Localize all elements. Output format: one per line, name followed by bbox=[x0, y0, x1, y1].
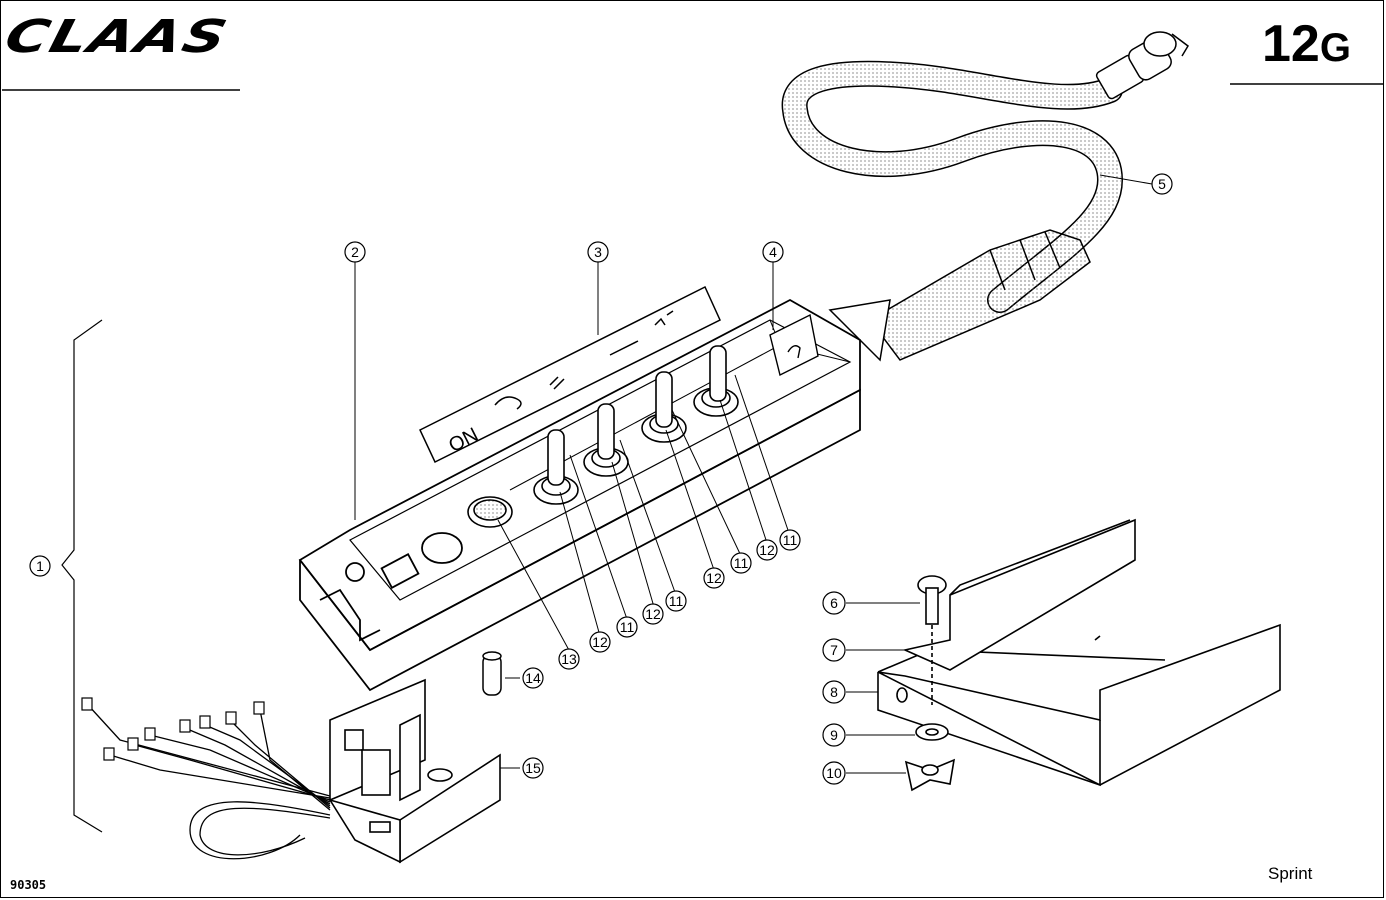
assembly-bracket bbox=[61, 319, 103, 833]
page-code-sub: G bbox=[1319, 26, 1351, 70]
svg-text:7: 7 bbox=[830, 642, 838, 658]
svg-text:9: 9 bbox=[830, 727, 838, 743]
callout-13: 13 bbox=[558, 648, 580, 670]
svg-text:12: 12 bbox=[759, 542, 775, 558]
callout-1: 1 bbox=[29, 555, 51, 577]
callout-4: 4 bbox=[762, 241, 784, 263]
cable-connector bbox=[1095, 31, 1189, 100]
washer bbox=[915, 723, 949, 741]
decal-small bbox=[769, 313, 819, 377]
callout-11d: 11 bbox=[616, 616, 638, 638]
bolt bbox=[917, 575, 947, 705]
mounting-bracket bbox=[877, 623, 1281, 787]
toggle-switch-3 bbox=[641, 371, 687, 443]
svg-text:11: 11 bbox=[734, 555, 749, 571]
callout-12d: 12 bbox=[589, 631, 611, 653]
lamp-bulb bbox=[482, 651, 502, 696]
leader-lines bbox=[354, 174, 1153, 774]
svg-text:12: 12 bbox=[592, 634, 608, 650]
cable-hose bbox=[781, 60, 1124, 313]
toggle-switch-4 bbox=[693, 345, 739, 417]
svg-text:2: 2 bbox=[351, 244, 359, 260]
svg-text:14: 14 bbox=[525, 670, 541, 686]
callout-9: 9 bbox=[822, 723, 846, 747]
svg-text:12: 12 bbox=[706, 570, 722, 586]
callout-2: 2 bbox=[344, 241, 366, 263]
callout-12c: 12 bbox=[642, 603, 664, 625]
header-rules bbox=[2, 83, 1384, 91]
callout-5: 5 bbox=[1151, 173, 1173, 195]
svg-text:1: 1 bbox=[36, 558, 44, 574]
callout-11c: 11 bbox=[665, 590, 687, 612]
svg-text:8: 8 bbox=[830, 684, 838, 700]
mounting-clip bbox=[902, 518, 1136, 671]
callout-14: 14 bbox=[522, 667, 544, 689]
callout-6: 6 bbox=[822, 591, 846, 615]
toggle-switch-1 bbox=[533, 429, 579, 505]
svg-text:5: 5 bbox=[1158, 176, 1166, 192]
document-number: 90305 bbox=[10, 878, 47, 892]
toggle-switch-2 bbox=[583, 403, 629, 477]
wing-nut bbox=[904, 758, 956, 792]
strain-relief bbox=[828, 229, 1091, 362]
push-button bbox=[467, 496, 513, 528]
svg-text:3: 3 bbox=[594, 244, 602, 260]
svg-text:15: 15 bbox=[525, 760, 541, 776]
callout-7: 7 bbox=[822, 638, 846, 662]
page-code: 12G bbox=[1262, 18, 1351, 70]
svg-text:13: 13 bbox=[561, 651, 577, 667]
svg-text:4: 4 bbox=[769, 244, 777, 260]
wire-harness bbox=[87, 704, 331, 860]
callout-12b: 12 bbox=[703, 567, 725, 589]
callout-10: 10 bbox=[822, 761, 846, 785]
svg-text:11: 11 bbox=[620, 619, 635, 635]
svg-text:10: 10 bbox=[826, 765, 842, 781]
svg-text:12: 12 bbox=[645, 606, 661, 622]
callout-group: 1 2 3 4 5 6 7 8 9 10 11 12 11 12 11 12 1… bbox=[29, 173, 1173, 785]
callout-11b: 11 bbox=[730, 552, 752, 574]
callout-15: 15 bbox=[522, 757, 544, 779]
page-code-main: 12 bbox=[1262, 15, 1320, 73]
callout-12a: 12 bbox=[756, 539, 778, 561]
circuit-board-bracket bbox=[328, 678, 501, 864]
model-name: Sprint bbox=[1268, 864, 1313, 883]
callout-3: 3 bbox=[587, 241, 609, 263]
svg-text:6: 6 bbox=[830, 595, 838, 611]
wire-terminals bbox=[81, 697, 265, 761]
callout-11a: 11 bbox=[779, 529, 801, 551]
callout-8: 8 bbox=[822, 680, 846, 704]
decal-strip: ON bbox=[419, 285, 721, 464]
svg-text:11: 11 bbox=[783, 532, 798, 548]
svg-text:11: 11 bbox=[669, 593, 684, 609]
